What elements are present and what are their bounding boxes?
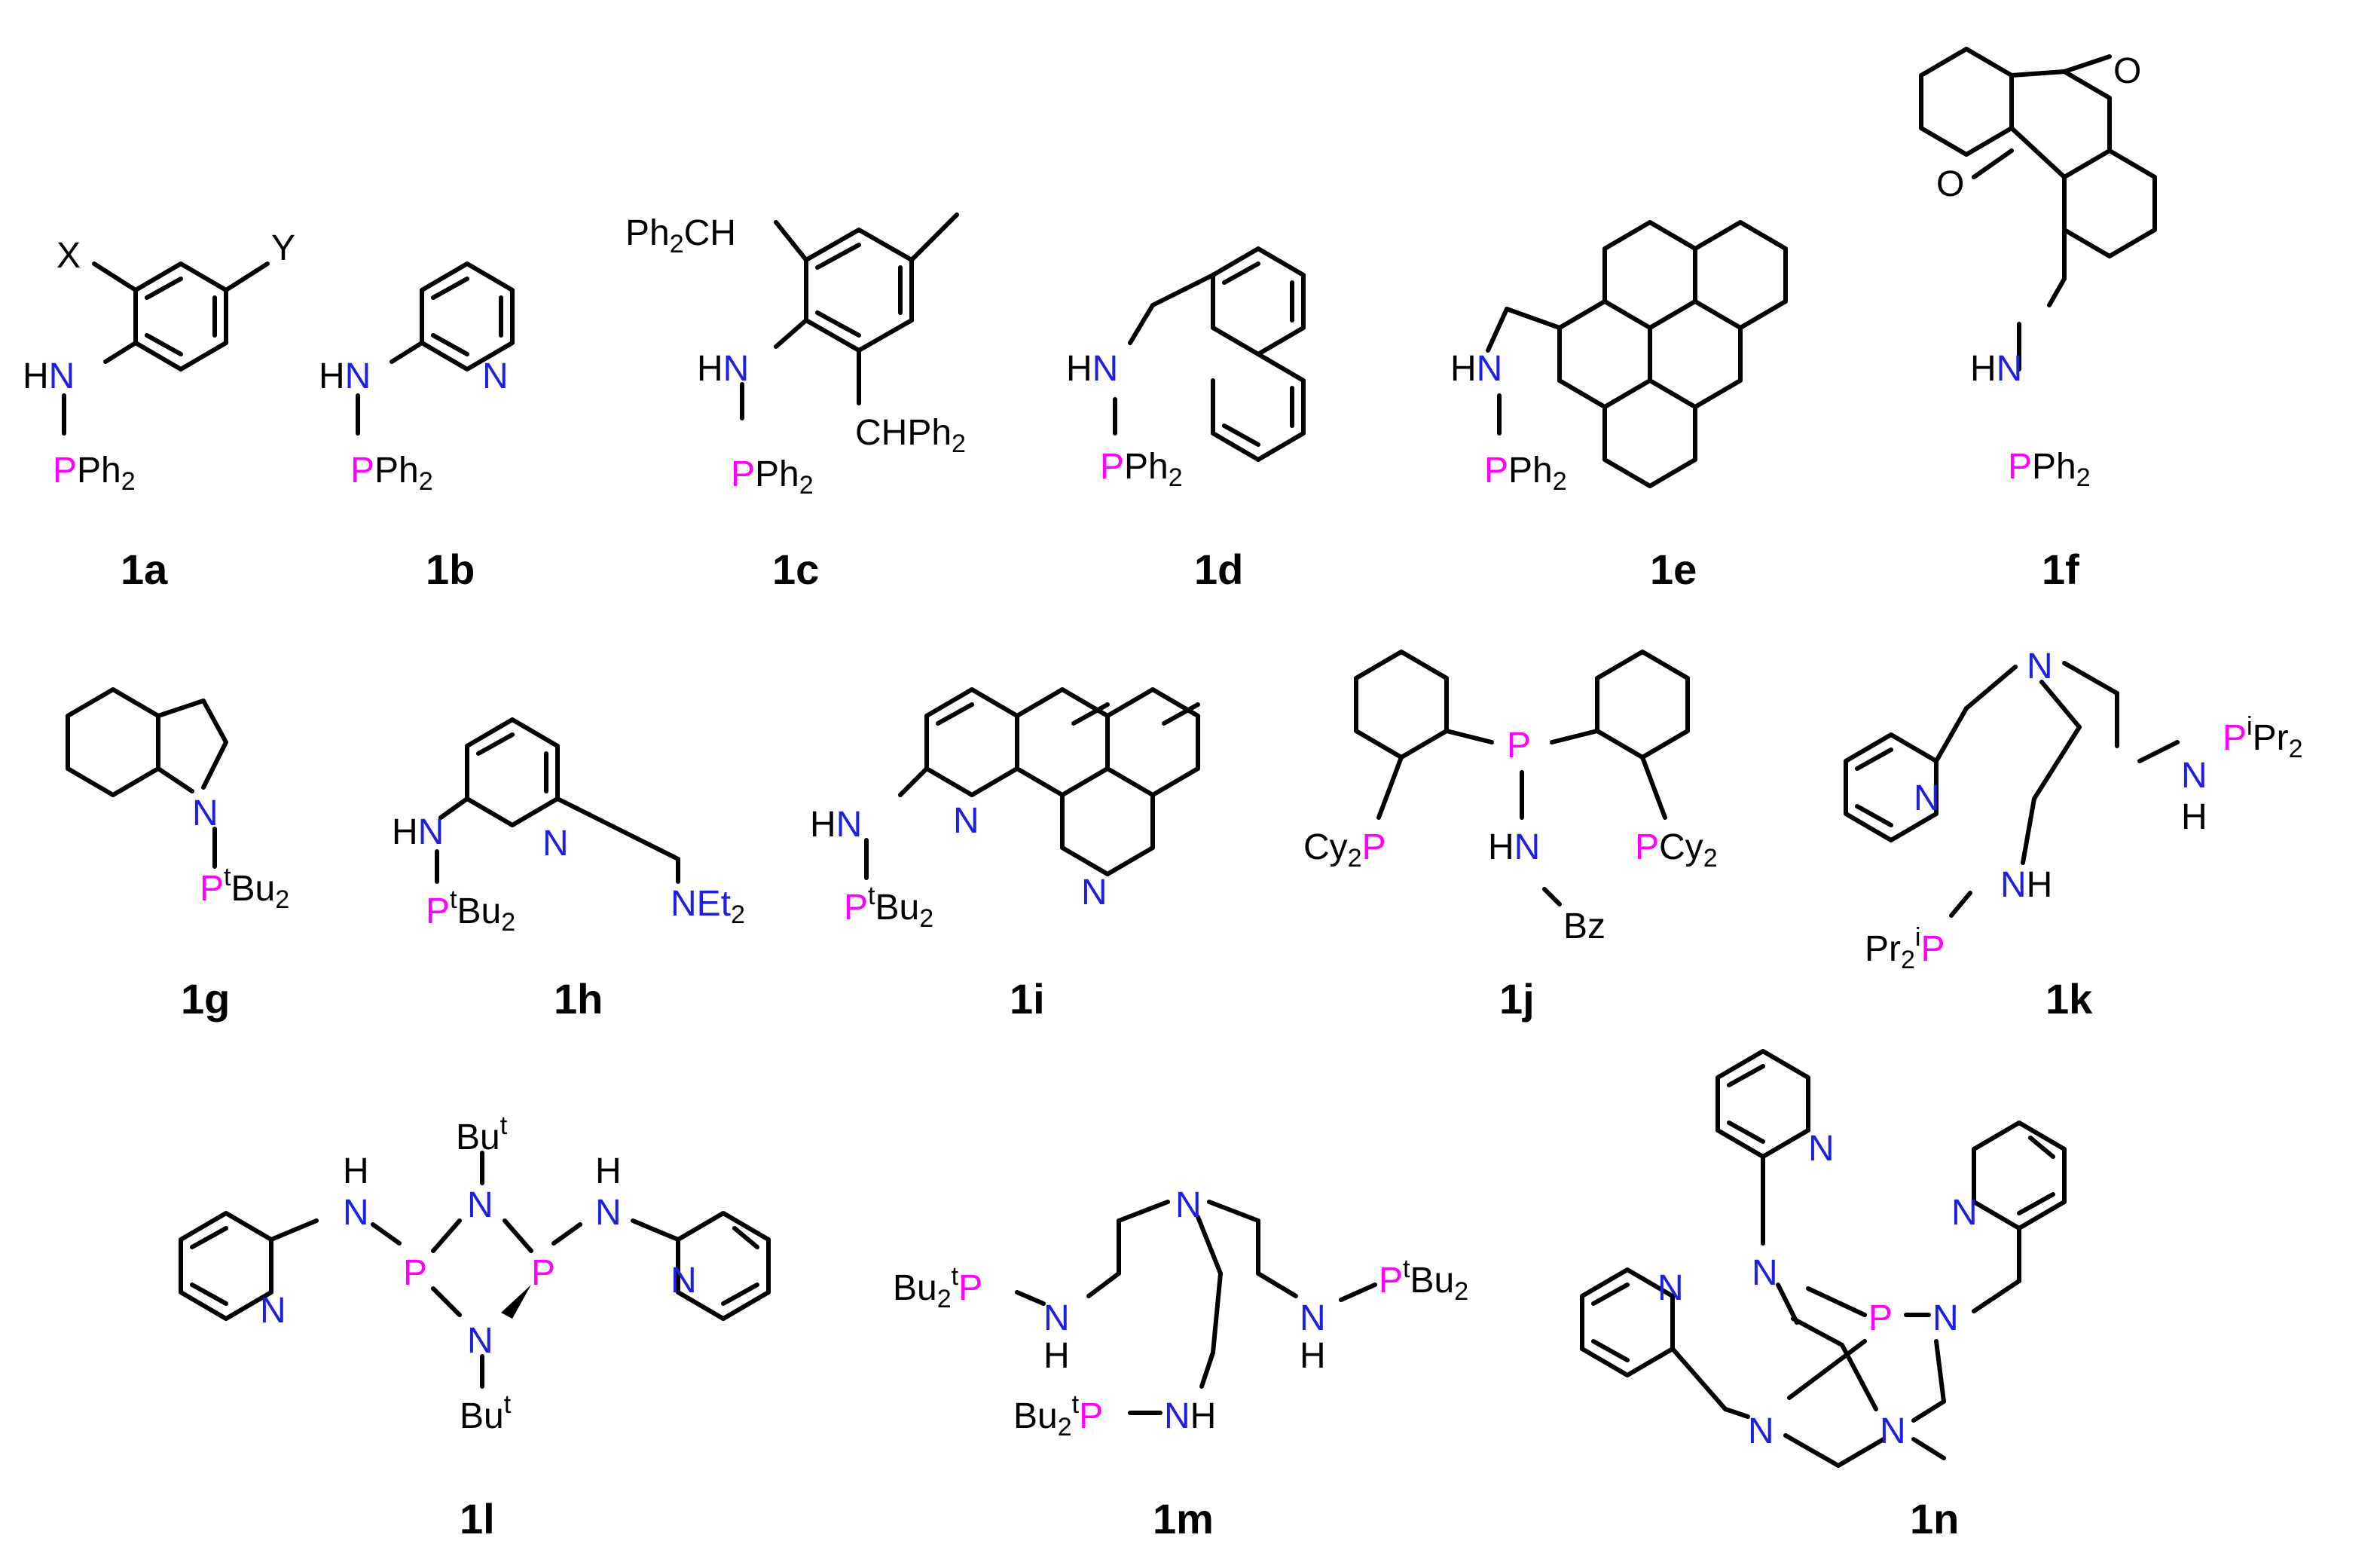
ring-n2-label: N <box>1081 873 1108 913</box>
compound-label: 1g <box>181 975 230 1023</box>
pr2ip-left-label: Pr2iP <box>1865 923 1945 974</box>
bz-label: Bz <box>1563 906 1606 946</box>
compound-label: 1m <box>1153 1495 1214 1542</box>
pyridine-n-label: N <box>1914 778 1940 818</box>
nh-left-n-label: N <box>343 1193 369 1233</box>
compound-1b: HN N PPh2 1b <box>319 261 515 593</box>
pph2-label: PPh2 <box>731 454 814 500</box>
pyridine-n-label: N <box>542 824 569 864</box>
substituent-x-label: X <box>57 236 81 276</box>
compound-label: 1f <box>2042 546 2079 593</box>
compound-label: 1a <box>121 546 168 593</box>
net2-label: NEt2 <box>671 884 745 929</box>
pph2-label: PPh2 <box>1484 451 1567 496</box>
compound-label: 1j <box>1499 975 1535 1023</box>
but-bottom-label: But <box>460 1390 512 1436</box>
compound-1i: HN N N PtBu2 1i <box>810 687 1200 1023</box>
compound-1d: HN PPh2 1d <box>1066 246 1306 593</box>
amine-n-label: N <box>1175 1185 1202 1225</box>
nh-right-n-label: N <box>595 1193 622 1233</box>
pyridine-n-left-label: N <box>1657 1268 1684 1308</box>
but-top-label: But <box>456 1111 508 1157</box>
ring-p-right-label: P <box>531 1253 555 1293</box>
compound-1n: N N N N P N N N 1n <box>1580 1049 2067 1542</box>
bu2tp-bottom-label: Bu2tP <box>1013 1390 1103 1441</box>
nh-right-h-label: H <box>2181 797 2207 837</box>
compound-1f: O O HN PPh2 1f <box>1919 47 2157 593</box>
compound-1g: N PtBu2 1g <box>66 687 289 1023</box>
nh-label: HN <box>810 805 862 845</box>
compound-label: 1n <box>1910 1495 1959 1542</box>
pph2-label: PPh2 <box>53 451 136 496</box>
pph2-label: PPh2 <box>1100 447 1183 492</box>
cage-n-d-label: N <box>1880 1411 1906 1451</box>
nh-label: HN <box>23 356 75 396</box>
carbonyl-o-bottom-label: O <box>1936 164 1964 204</box>
compound-label: 1h <box>554 975 603 1023</box>
compound-label: 1b <box>426 546 475 593</box>
ptbu2-label: PtBu2 <box>426 885 515 937</box>
pipr2-right-label: PiPr2 <box>2223 712 2303 763</box>
cage-n-c-label: N <box>1748 1411 1774 1451</box>
compound-1l: But But N N P P H N H N N N 1l <box>179 1111 771 1542</box>
nh-right-n-label: N <box>1300 1298 1326 1338</box>
ptbu2-label: PtBu2 <box>200 863 289 914</box>
nh-mid-label: NH <box>2000 865 2052 905</box>
cage-p-label: P <box>1868 1298 1893 1338</box>
pph2-label: PPh2 <box>2008 447 2091 492</box>
nh-left-h-label: H <box>1043 1336 1070 1376</box>
compound-label: 1d <box>1194 546 1243 593</box>
compound-1e: HN PPh2 1e <box>1450 220 1788 593</box>
nh-right-h-label: H <box>1300 1336 1326 1376</box>
nh-label: HN <box>319 356 371 396</box>
ring-p-left-label: P <box>403 1253 427 1293</box>
compound-label: 1l <box>460 1495 495 1542</box>
pph2-label: PPh2 <box>350 451 433 496</box>
amine-n-label: N <box>2027 647 2053 686</box>
nh-left-n-label: N <box>1043 1298 1070 1338</box>
compound-label: 1k <box>2045 975 2093 1023</box>
nh-label: HN <box>392 812 444 852</box>
ptbu2-right-label: PtBu2 <box>1379 1255 1468 1306</box>
pyridine-n-right-label: N <box>1951 1193 1978 1233</box>
chph2-bottom-label: CHPh2 <box>855 413 966 458</box>
cy2p-left-label: Cy2P <box>1303 827 1386 873</box>
carbonyl-o-top-label: O <box>2113 51 2141 91</box>
ring-n-bottom-label: N <box>467 1321 493 1361</box>
compound-label: 1i <box>1010 975 1045 1023</box>
pyridine-n-right-label: N <box>671 1261 697 1301</box>
ch-ph2-top-label: Ph2CH <box>625 213 736 258</box>
nh-label: HN <box>1970 349 2022 389</box>
nh-label: HN <box>1066 349 1118 389</box>
cage-n-b-label: N <box>1932 1298 1959 1338</box>
nh-right-h-label: H <box>595 1151 622 1191</box>
nh-label: HN <box>1450 349 1502 389</box>
compound-label: 1c <box>772 546 819 593</box>
compound-1c: Ph2CH CHPh2 HN PPh2 1c <box>625 212 966 593</box>
bu2tp-left-label: Bu2tP <box>893 1262 982 1313</box>
pyridine-n-label: N <box>482 356 509 396</box>
compound-1m: N Bu2tP N H N H PtBu2 Bu2tP NH 1m <box>893 1185 1468 1542</box>
compound-1a: X Y HN PPh2 1a <box>23 228 295 593</box>
ptbu2-label: PtBu2 <box>844 882 933 933</box>
ring-n-top-label: N <box>467 1185 493 1225</box>
substituent-y-label: Y <box>271 228 295 268</box>
central-p-label: P <box>1507 726 1531 766</box>
compound-label: 1e <box>1650 546 1697 593</box>
compound-1j: P Cy2P PCy2 HN Bz 1j <box>1303 650 1718 1023</box>
nh-right-n-label: N <box>2181 756 2207 796</box>
pyridine-n-top-label: N <box>1808 1129 1835 1169</box>
nh-label: HN <box>1488 827 1540 867</box>
ring-n1-label: N <box>953 801 979 841</box>
pyridine-n-left-label: N <box>260 1291 286 1331</box>
cage-n-a-label: N <box>1752 1253 1778 1293</box>
pcy2-right-label: PCy2 <box>1635 827 1718 873</box>
compound-1k: N N PiPr2 N H NH Pr2iP 1k <box>1844 647 2303 1023</box>
indole-n-label: N <box>192 793 218 833</box>
nh-label: HN <box>697 349 749 389</box>
compound-1h: HN N PtBu2 NEt2 1h <box>392 717 745 1023</box>
nh-bottom-label: NH <box>1164 1396 1216 1436</box>
nh-left-h-label: H <box>343 1151 369 1191</box>
